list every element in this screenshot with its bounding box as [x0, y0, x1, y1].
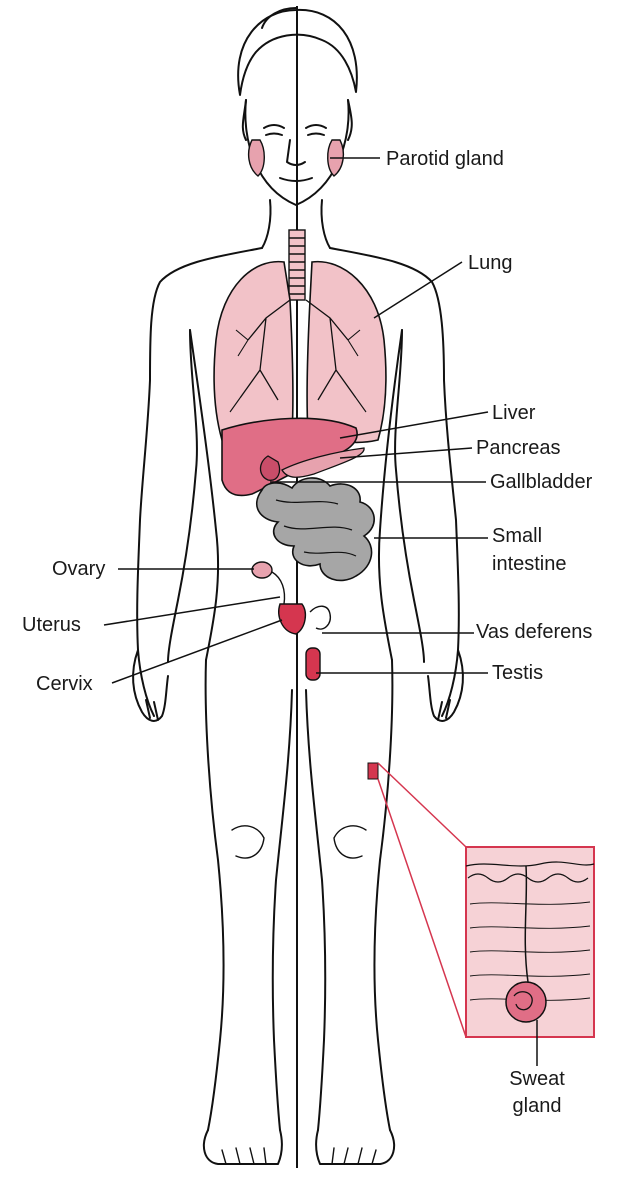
label-testis: Testis: [492, 662, 543, 685]
label-ovary: Ovary: [52, 558, 105, 581]
label-uterus: Uterus: [22, 614, 81, 637]
label-gallbladder: Gallbladder: [490, 471, 592, 494]
label-cervix: Cervix: [36, 673, 93, 696]
trachea: [289, 230, 305, 300]
label-lung: Lung: [468, 252, 513, 275]
label-pancreas: Pancreas: [476, 437, 561, 460]
label-sweat-gland-line2: gland: [498, 1095, 576, 1118]
small-intestine: [257, 478, 374, 581]
label-sweat-gland-line1: Sweat: [498, 1068, 576, 1091]
label-small-intestine-line2: intestine: [492, 553, 567, 576]
reproductive-organs: [252, 562, 330, 680]
sweat-gland-inset: [368, 763, 594, 1066]
label-parotid-gland: Parotid gland: [386, 148, 504, 171]
label-small-intestine-line1: Small: [492, 525, 542, 548]
label-liver: Liver: [492, 402, 535, 425]
label-vas-deferens: Vas deferens: [476, 621, 592, 644]
